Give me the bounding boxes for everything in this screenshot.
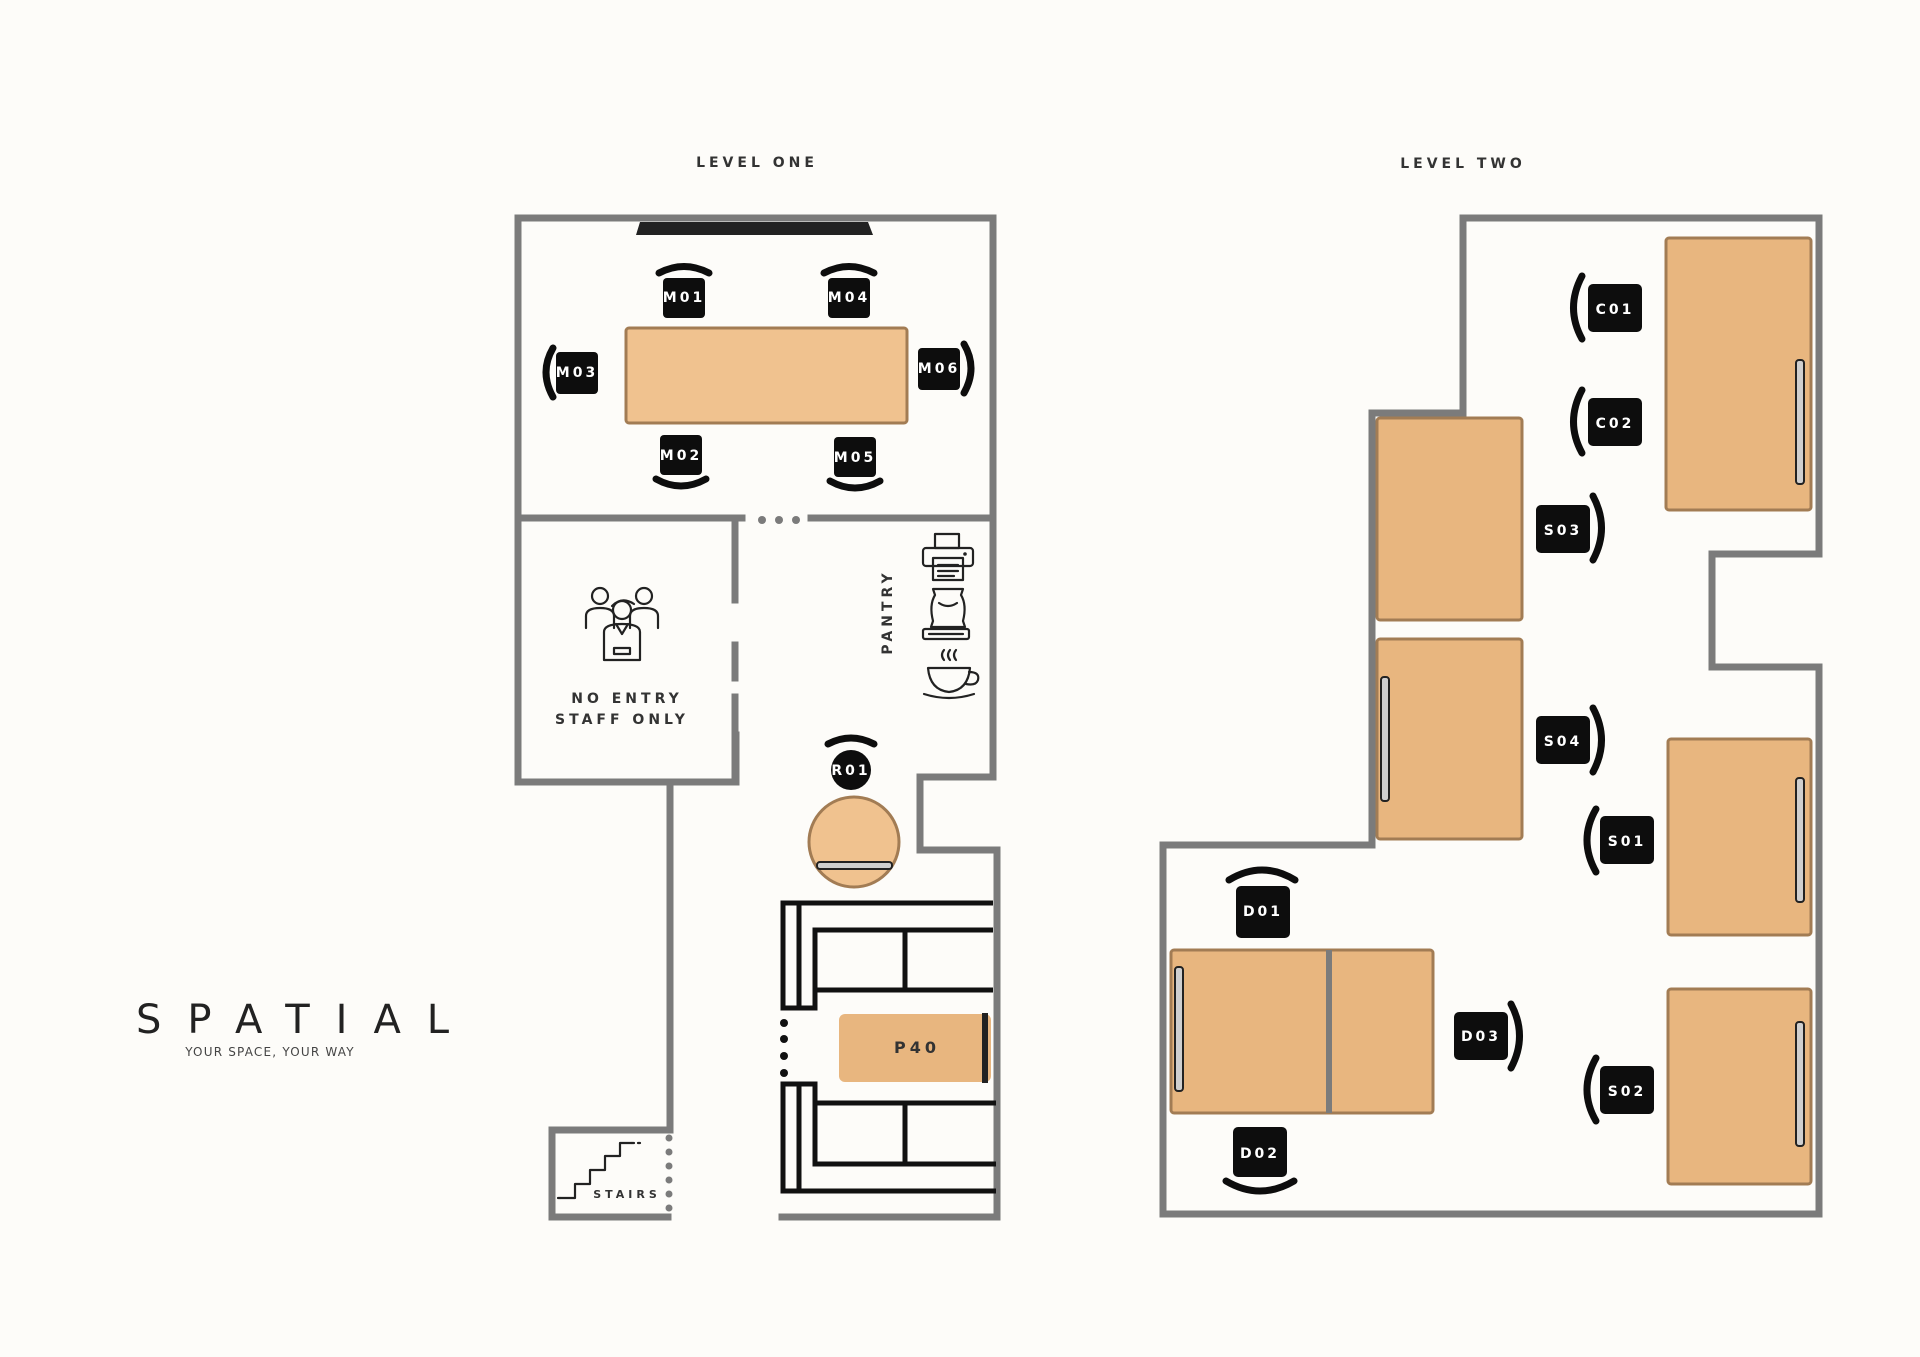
svg-text:D03: D03 <box>1461 1029 1501 1045</box>
desk-top-right <box>1664 236 1813 512</box>
svg-text:D01: D01 <box>1243 904 1283 920</box>
chair-d01[interactable]: D01 <box>1225 866 1299 938</box>
svg-text:M01: M01 <box>663 290 705 306</box>
tv-screen <box>636 222 873 235</box>
chair-d03[interactable]: D03 <box>1454 1000 1523 1072</box>
svg-text:M06: M06 <box>918 361 960 377</box>
chair-c01[interactable]: C01 <box>1570 272 1643 343</box>
snacks-icon <box>921 587 971 641</box>
svg-text:S04: S04 <box>1544 734 1583 750</box>
svg-text:C02: C02 <box>1596 416 1635 432</box>
level-one-title: LEVEL ONE <box>696 155 818 171</box>
chair-m01[interactable]: M01 <box>655 263 713 319</box>
svg-text:M05: M05 <box>834 450 876 466</box>
desk-s02 <box>1666 987 1813 1186</box>
svg-text:S02: S02 <box>1608 1084 1647 1100</box>
svg-text:D02: D02 <box>1240 1146 1280 1162</box>
chair-m02[interactable]: M02 <box>652 435 710 490</box>
lounge-door[interactable] <box>780 1019 788 1077</box>
svg-text:R01: R01 <box>831 763 870 779</box>
chair-r01[interactable]: R01 <box>824 734 878 790</box>
restricted-line-1: NO ENTRY <box>571 691 682 707</box>
restricted-line-2: STAFF ONLY <box>555 712 689 728</box>
level-one-walls <box>514 214 1001 1221</box>
chair-c02[interactable]: C02 <box>1570 386 1643 457</box>
chair-m03[interactable]: M03 <box>542 344 598 401</box>
chair-m05[interactable]: M05 <box>826 437 884 492</box>
sofa-top <box>780 900 993 1011</box>
staff-group-icon <box>584 586 660 662</box>
brand-logo: SPATIAL YOUR SPACE, YOUR WAY <box>136 997 475 1059</box>
meeting-table <box>624 326 909 425</box>
chair-d02[interactable]: D02 <box>1222 1127 1298 1195</box>
stairs-icon[interactable]: STAIRS <box>554 1134 673 1212</box>
desk-s01 <box>1666 737 1813 937</box>
desk-dedicated <box>1169 948 1435 1115</box>
brand-name: SPATIAL <box>136 997 475 1043</box>
level-two-walls <box>1159 214 1823 1218</box>
printer-icon <box>921 532 975 582</box>
level-two-title: LEVEL TWO <box>1400 156 1526 172</box>
chair-s02[interactable]: S02 <box>1583 1054 1654 1125</box>
chair-s04[interactable]: S04 <box>1536 704 1605 776</box>
svg-text:S03: S03 <box>1544 523 1583 539</box>
meeting-room-door[interactable] <box>758 516 800 524</box>
chair-s01[interactable]: S01 <box>1583 805 1654 876</box>
reception-drawer <box>816 861 893 870</box>
svg-text:C01: C01 <box>1596 302 1635 318</box>
svg-text:P40: P40 <box>894 1038 940 1057</box>
desk-s03 <box>1375 416 1524 622</box>
coffee-cup-icon <box>922 648 980 700</box>
reception-desk <box>807 795 901 889</box>
chair-m04[interactable]: M04 <box>820 263 878 319</box>
brand-tagline: YOUR SPACE, YOUR WAY <box>184 1045 355 1059</box>
chair-s03[interactable]: S03 <box>1536 492 1605 564</box>
desk-p40[interactable]: P40 <box>839 1013 991 1083</box>
stairs-label: STAIRS <box>593 1188 661 1201</box>
desk-s04 <box>1375 637 1524 841</box>
svg-text:M04: M04 <box>828 290 870 306</box>
svg-text:M03: M03 <box>556 365 598 381</box>
svg-text:S01: S01 <box>1608 834 1647 850</box>
sofa-bottom <box>780 1081 996 1194</box>
pantry-label: PANTRY <box>880 569 896 654</box>
svg-text:M02: M02 <box>660 448 702 464</box>
chair-m06[interactable]: M06 <box>918 340 975 397</box>
